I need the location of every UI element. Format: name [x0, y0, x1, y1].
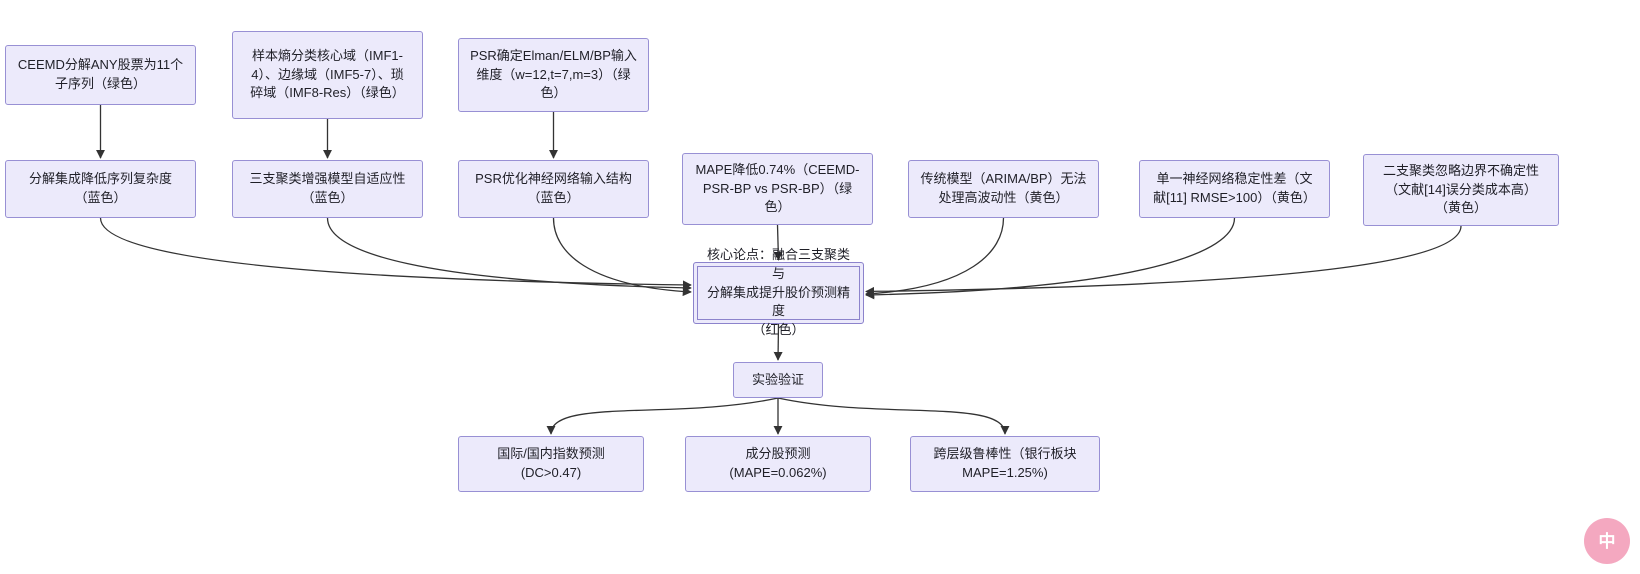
node-label: PSR确定Elman/ELM/BP输入 维度（w=12,t=7,m=3）（绿 色…: [470, 47, 637, 104]
node-label: 跨层级鲁棒性（银行板块 MAPE=1.25%): [933, 445, 1076, 483]
node-n9[interactable]: 单一神经网络稳定性差（文 献[11] RMSE>100）（黄色）: [1139, 160, 1330, 218]
node-n4[interactable]: 分解集成降低序列复杂度 （蓝色）: [5, 160, 196, 218]
edge-n8-to-core: [866, 218, 1004, 294]
node-r3[interactable]: 跨层级鲁棒性（银行板块 MAPE=1.25%): [910, 436, 1100, 492]
node-label: CEEMD分解ANY股票为11个 子序列（绿色）: [18, 56, 183, 94]
watermark-text: 中: [1599, 533, 1616, 550]
node-exp[interactable]: 实验验证: [733, 362, 823, 398]
node-label: 传统模型（ARIMA/BP）无法 处理高波动性（黄色）: [920, 170, 1086, 208]
node-label: PSR优化神经网络输入结构 （蓝色）: [475, 170, 632, 208]
watermark-badge: 中: [1584, 518, 1630, 564]
edge-exp-to-r3: [778, 398, 1005, 434]
node-r2[interactable]: 成分股预测 (MAPE=0.062%): [685, 436, 871, 492]
node-n10[interactable]: 二支聚类忽略边界不确定性 （文献[14]误分类成本高） （黄色）: [1363, 154, 1559, 226]
node-n3[interactable]: PSR确定Elman/ELM/BP输入 维度（w=12,t=7,m=3）（绿 色…: [458, 38, 649, 112]
node-label: 实验验证: [752, 371, 804, 390]
node-label: 单一神经网络稳定性差（文 献[11] RMSE>100）（黄色）: [1153, 170, 1316, 208]
node-core[interactable]: 核心论点：融合三支聚类与 分解集成提升股价预测精度 （红色）: [693, 262, 864, 324]
edge-n9-to-core: [866, 218, 1235, 295]
edge-n10-to-core: [866, 226, 1461, 292]
node-n1[interactable]: CEEMD分解ANY股票为11个 子序列（绿色）: [5, 45, 196, 105]
edge-exp-to-r1: [551, 398, 778, 434]
node-label: 国际/国内指数预测 (DC>0.47): [497, 445, 605, 483]
node-label: 样本熵分类核心域（IMF1- 4）、边缘域（IMF5-7）、琐 碎域（IMF8-…: [250, 47, 405, 104]
edge-n5-to-core: [328, 218, 692, 288]
node-label: 成分股预测 (MAPE=0.062%): [729, 445, 826, 483]
edge-n6-to-core: [554, 218, 692, 292]
node-label: MAPE降低0.74%（CEEMD- PSR-BP vs PSR-BP）（绿 色…: [696, 161, 860, 218]
node-label: 分解集成降低序列复杂度 （蓝色）: [29, 170, 172, 208]
node-n2[interactable]: 样本熵分类核心域（IMF1- 4）、边缘域（IMF5-7）、琐 碎域（IMF8-…: [232, 31, 423, 119]
node-label: 二支聚类忽略边界不确定性 （文献[14]误分类成本高） （黄色）: [1383, 162, 1539, 219]
node-r1[interactable]: 国际/国内指数预测 (DC>0.47): [458, 436, 644, 492]
node-label: 核心论点：融合三支聚类与 分解集成提升股价预测精度 （红色）: [702, 246, 855, 340]
node-n6[interactable]: PSR优化神经网络输入结构 （蓝色）: [458, 160, 649, 218]
node-label: 三支聚类增强模型自适应性 （蓝色）: [249, 170, 405, 208]
node-n8[interactable]: 传统模型（ARIMA/BP）无法 处理高波动性（黄色）: [908, 160, 1099, 218]
edge-n4-to-core: [101, 218, 692, 285]
node-n5[interactable]: 三支聚类增强模型自适应性 （蓝色）: [232, 160, 423, 218]
node-n7[interactable]: MAPE降低0.74%（CEEMD- PSR-BP vs PSR-BP）（绿 色…: [682, 153, 873, 225]
